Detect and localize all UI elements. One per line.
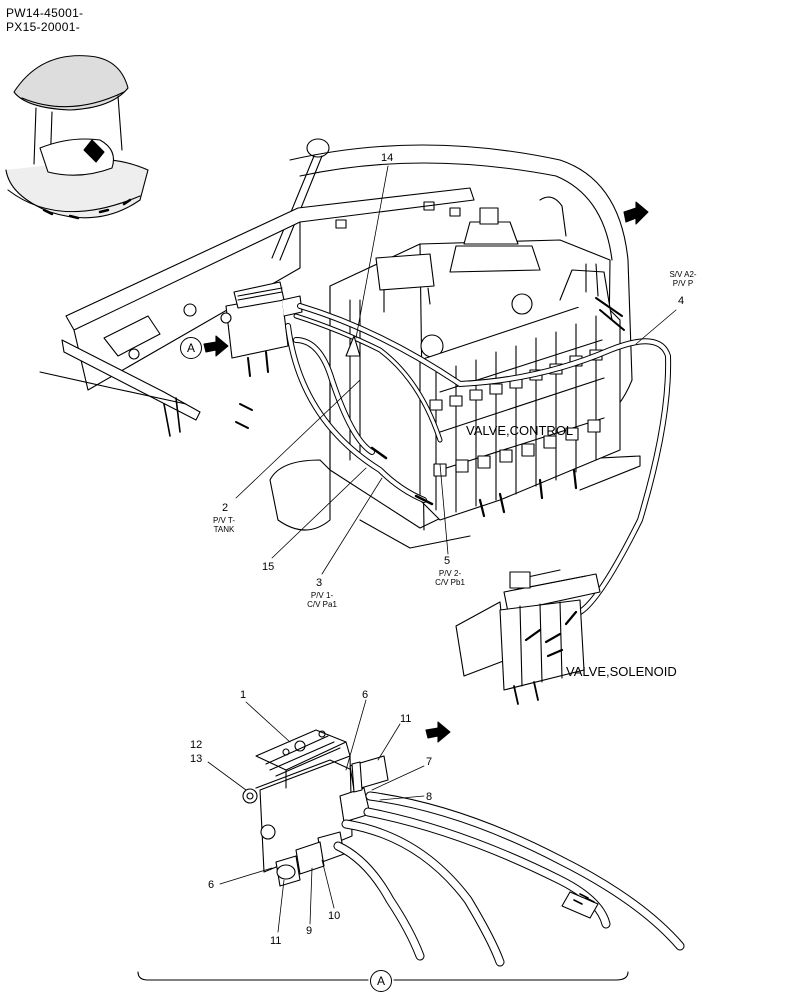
- callout-description: S/V A2- P/V P: [669, 270, 697, 289]
- serial-number-2: PX15-20001-: [6, 20, 81, 34]
- callout-number: 5: [444, 555, 451, 567]
- view-a-marker-main: A: [180, 337, 202, 359]
- callout-number: 6: [208, 879, 215, 891]
- callout-number: 2: [222, 502, 229, 514]
- control-valve-label: VALVE,CONTROL: [466, 423, 574, 438]
- solenoid-valve-assembly: [455, 569, 601, 705]
- view-a-bracket: [137, 971, 629, 981]
- direction-arrows: [203, 201, 649, 743]
- callout-number: 3: [316, 577, 323, 589]
- callout-description: P/V 2- C/V Pb1: [435, 569, 465, 588]
- callout-number: 15: [262, 561, 275, 573]
- callout-number: 11: [270, 935, 282, 947]
- leader-lines-main: [235, 165, 677, 575]
- machine-locator-thumbnail: [5, 55, 149, 220]
- callout-number: 9: [306, 925, 313, 937]
- detail-view-a: [207, 699, 685, 967]
- callout-number: 1: [240, 689, 247, 701]
- callout-number: 13: [190, 753, 203, 765]
- callout-number: 6: [362, 689, 369, 701]
- callout-number: 8: [426, 791, 433, 803]
- callout-number: 10: [328, 910, 341, 922]
- callout-number: 14: [381, 152, 394, 164]
- solenoid-valve-label: VALVE,SOLENOID: [566, 664, 677, 679]
- callout-description: P/V T- TANK: [212, 516, 236, 535]
- callout-number: 12: [190, 739, 203, 751]
- callout-number: 11: [400, 713, 412, 725]
- pilot-valve-assembly: [220, 281, 672, 615]
- callout-number: 7: [426, 756, 433, 768]
- view-a-marker-detail: A: [370, 970, 392, 992]
- serial-number-1: PW14-45001-: [6, 6, 84, 20]
- callout-number: 4: [678, 295, 685, 307]
- callout-description: P/V 1- C/V Pa1: [307, 591, 337, 610]
